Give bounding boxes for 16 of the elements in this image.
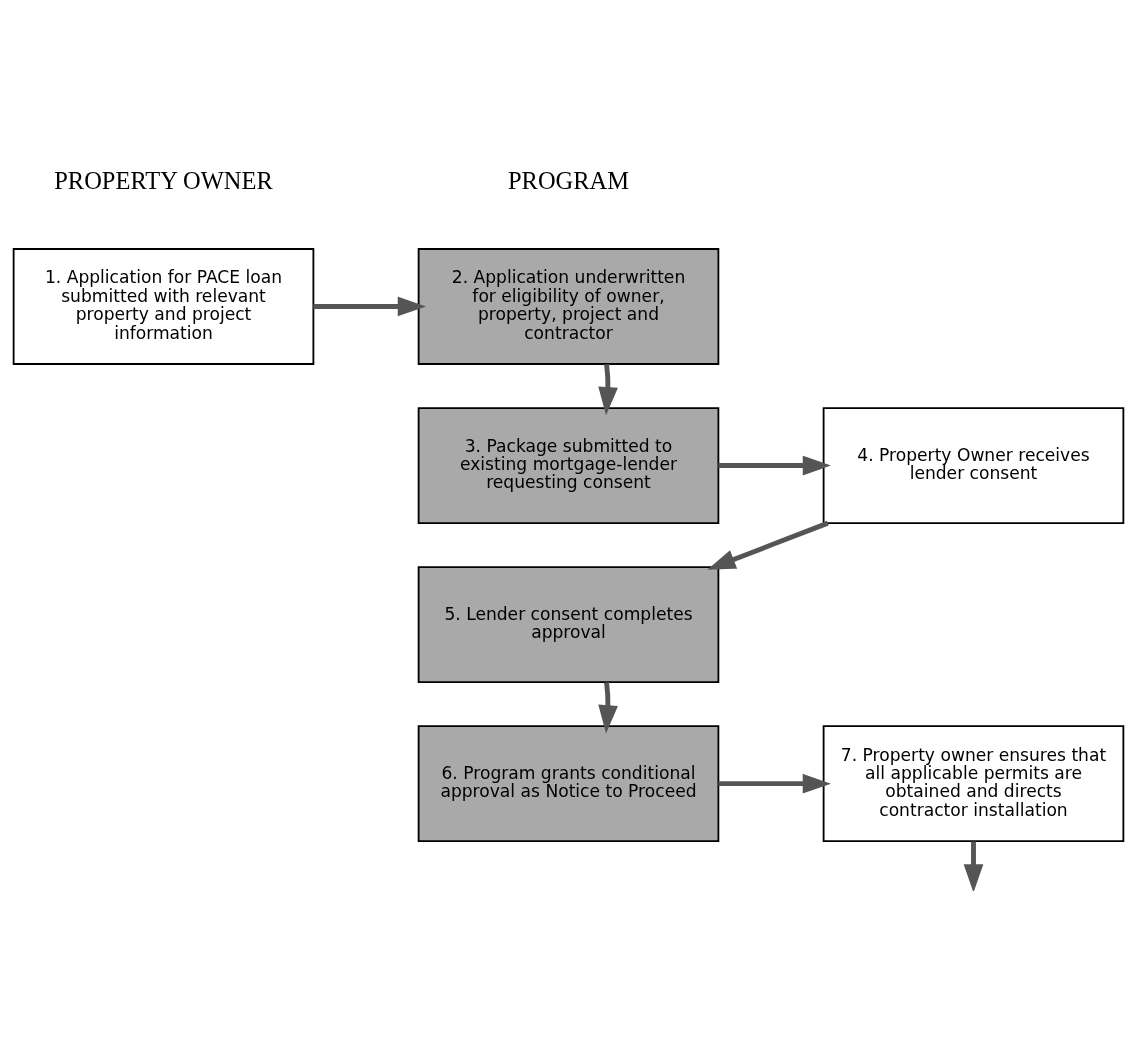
label: PROGRAM bbox=[507, 166, 630, 194]
arrow bbox=[598, 681, 618, 733]
node-box: 5. Lender consent completes approval bbox=[417, 565, 720, 683]
arrow bbox=[707, 520, 829, 570]
node-box: 2. Application underwritten for eligibility of owner, property, project and contractor bbox=[417, 247, 720, 365]
arrow bbox=[718, 455, 831, 475]
arrow bbox=[313, 296, 426, 316]
label: PROPERTY OWNER bbox=[54, 166, 273, 194]
arrow bbox=[963, 841, 984, 891]
node-box: 4. Property Owner receives lender consent bbox=[822, 406, 1125, 524]
node-box: 1. Application for PACE loan submitted with relevant property and project information bbox=[12, 247, 315, 365]
arrow bbox=[718, 773, 831, 794]
node-box: 3. Package submitted to existing mortgage-lender requesting consent bbox=[417, 406, 720, 524]
arrow bbox=[598, 363, 618, 415]
node-box: 6. Program grants conditional approval as Notice to Proceed bbox=[417, 724, 720, 842]
node-box: 7. Property owner ensures that all applicable permits are obtained and directs contractor installation bbox=[822, 724, 1125, 842]
